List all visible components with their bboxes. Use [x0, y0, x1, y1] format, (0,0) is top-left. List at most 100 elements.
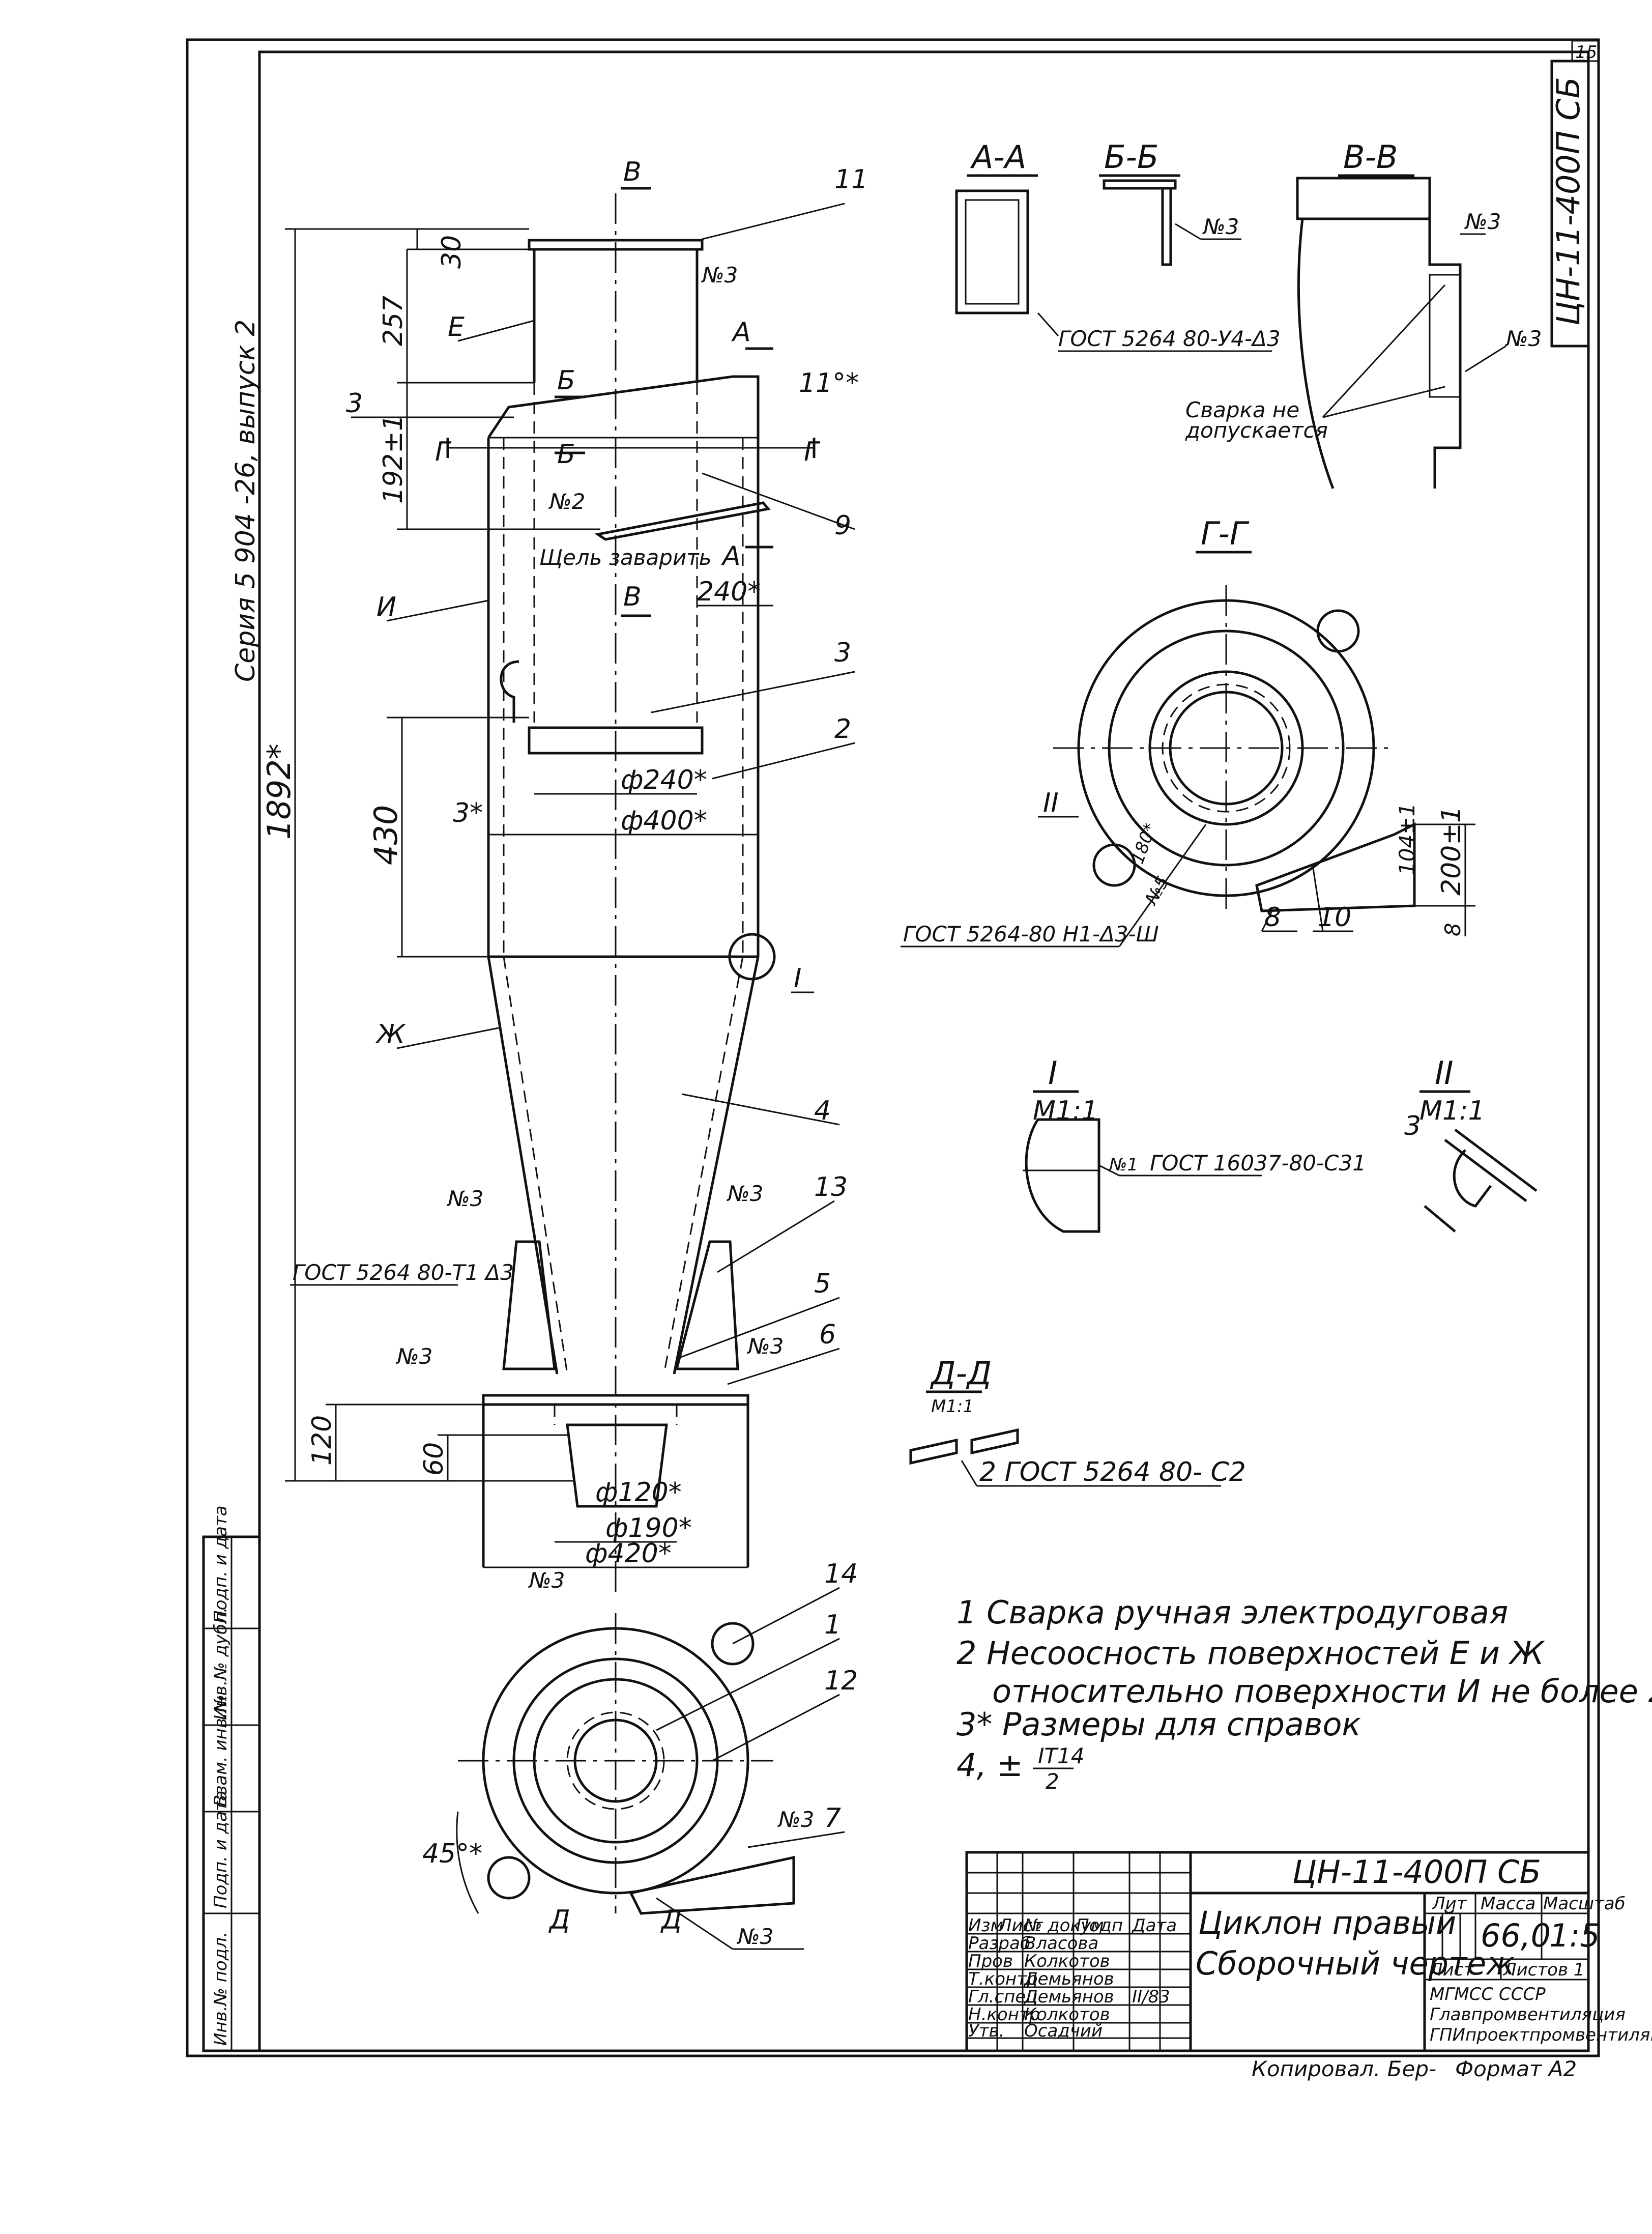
- dim-angle11: 11°*: [799, 368, 859, 398]
- page-number-box: 15: [1571, 40, 1600, 63]
- title-block: Изм Лист № докум Подп Дата Разраб Власов…: [965, 1851, 1652, 2052]
- detail-II-title: II: [1435, 1054, 1454, 1092]
- tb-scale-label: Масштаб: [1543, 1894, 1626, 1914]
- tb-role-3: Т.контр: [968, 1969, 1038, 1989]
- section-VV: В-В №3 №3 Сварка не допускается: [1185, 138, 1542, 489]
- stamp-cell-3: Взам. инв.№: [211, 1695, 231, 1807]
- note-4-num: IT14: [1038, 1743, 1085, 1768]
- side-designation: ЦН-11-400П СБ: [1550, 77, 1587, 326]
- stamp-cell-2: Подп. и дата: [211, 1790, 231, 1908]
- stamp-cell-1: Инв.№ подл.: [211, 1932, 231, 2046]
- detail-II-scale: М1:1: [1419, 1096, 1485, 1126]
- note-2b: относительно поверхности И не более 2мм: [992, 1673, 1652, 1710]
- detail-II-dim: 3: [1404, 1111, 1421, 1141]
- stamp-cell-5: Подп. и дата: [211, 1505, 231, 1623]
- dim-257: 257: [378, 296, 409, 346]
- gost-cone: ГОСТ 5264 80-Т1 Δ3: [293, 1260, 514, 1285]
- tb-name-6: Осадчий: [1024, 2021, 1103, 2041]
- mark-G-left: Г: [435, 437, 452, 467]
- callout-7: 7: [824, 1803, 841, 1834]
- dim-1892: 1892*: [260, 743, 298, 840]
- main-view-dimensions: 1892* 30 257 192±1 430 120 60 240* ф240*…: [260, 228, 859, 1569]
- slot-note: Щель заварить: [539, 545, 711, 570]
- tb-sheets-label: Листов 1: [1502, 1960, 1584, 1980]
- tb-col-doc: № докум: [1023, 1915, 1104, 1936]
- tb-org-1: МГМСС СССР: [1430, 1984, 1546, 2004]
- weld-n3-cone-left: №3: [447, 1186, 483, 1211]
- section-GG-dim-104: 104±1: [1395, 803, 1419, 875]
- note-4-den: 2: [1046, 1769, 1059, 1794]
- tb-col-izm: Изм: [968, 1915, 1003, 1936]
- section-GG-callout-8: 8: [1264, 902, 1281, 933]
- dim-phi420: ф420*: [585, 1538, 672, 1569]
- mark-V-bot: В: [623, 582, 642, 612]
- dim-phi400: ф400*: [621, 806, 707, 836]
- callout-11: 11: [834, 164, 868, 195]
- section-VV-weld-top: №3: [1464, 209, 1501, 234]
- tb-mass: 66,0: [1481, 1917, 1551, 1954]
- dim-phi190: ф190*: [605, 1513, 692, 1543]
- section-VV-title: В-В: [1343, 138, 1398, 176]
- tb-name-5: Колкотов: [1024, 2004, 1110, 2025]
- tb-role-1: Разраб: [968, 1933, 1031, 1954]
- callout-6: 6: [819, 1320, 836, 1350]
- section-BB-weld: №3: [1202, 214, 1239, 239]
- detail-I-title: I: [1048, 1054, 1057, 1092]
- section-VV-note-1: Сварка не: [1185, 397, 1299, 422]
- weld-n3-top: №3: [701, 263, 738, 288]
- surface-E: Е: [448, 312, 465, 342]
- weld-n3-bunker-right: №3: [747, 1334, 784, 1359]
- weld-n3-cone-right: №3: [727, 1181, 763, 1206]
- section-GG-small: 180*: [1127, 820, 1161, 867]
- tb-col-date: Дата: [1131, 1915, 1177, 1936]
- callout-2: 2: [834, 714, 851, 744]
- tb-name-line2: Сборочный чертеж: [1196, 1945, 1515, 1982]
- section-BB: Б-Б №3: [1099, 138, 1241, 266]
- section-AA-title: А-А: [970, 138, 1026, 176]
- callout-3-top: 3: [346, 388, 363, 419]
- dim-60: 60: [419, 1442, 449, 1476]
- plan-view: 7 14 1 12 №3 №3 №3 Д Д 45°*: [422, 1559, 858, 1950]
- tb-date: II/83: [1132, 1987, 1170, 2007]
- section-DD: Д-Д М1:1 2 ГОСТ 5264 80- С2: [909, 1355, 1246, 1487]
- surface-Zh: Ж: [375, 1019, 406, 1050]
- side-stamp: Инв.№ подл. Подп. и дата Взам. инв.№ Инв…: [202, 1505, 261, 2052]
- weld-n3-bunker-left: №3: [396, 1344, 432, 1369]
- section-GG-title: Г-Г: [1201, 515, 1250, 552]
- dim-w3: 3*: [453, 798, 483, 828]
- dim-phi120: ф120*: [595, 1477, 682, 1508]
- copied-by: Копировал. Бер-: [1252, 2056, 1436, 2081]
- note-1: 1 Сварка ручная электродуговая: [957, 1594, 1508, 1631]
- sheet-frame: [186, 38, 1600, 2057]
- weld-n2: №2: [548, 489, 585, 514]
- dim-phi240: ф240*: [621, 765, 707, 795]
- mark-G-right: Г: [804, 437, 821, 467]
- callout-1: 1: [824, 1610, 841, 1640]
- section-AA-note: ГОСТ 5264 80-У4-Δ3: [1058, 326, 1281, 351]
- tb-col-sign: Подп: [1076, 1915, 1123, 1936]
- mark-A-top: А: [731, 317, 751, 348]
- section-DD-scale: М1:1: [931, 1396, 974, 1417]
- mark-D-right: Д: [660, 1905, 682, 1935]
- note-2: 2 Несоосность поверхностей Е и Ж: [957, 1635, 1545, 1672]
- dim-30: 30: [437, 235, 467, 269]
- main-view: [446, 187, 816, 1598]
- tb-name-4: Демьянов: [1023, 1987, 1114, 2007]
- mark-B-bot: Б: [557, 439, 575, 470]
- dim-192: 192±1: [378, 414, 409, 504]
- weld-n3-plan-right: №3: [777, 1807, 814, 1832]
- detail-I: I М1:1 №1 ГОСТ 16037-80-С31: [1023, 1054, 1366, 1233]
- page-number: 15: [1575, 42, 1597, 63]
- callout-5: 5: [814, 1269, 831, 1299]
- tb-name-3: Демьянов: [1023, 1969, 1114, 1989]
- mark-D-left: Д: [548, 1905, 570, 1935]
- section-GG-callout-10: 10: [1318, 902, 1351, 933]
- section-AA: А-А ГОСТ 5264 80-У4-Δ3: [955, 138, 1281, 352]
- stamp-cell-4: Инв.№ дубл.: [211, 1607, 231, 1720]
- note-4: 4, ±: [957, 1746, 1023, 1784]
- section-BB-title: Б-Б: [1104, 138, 1158, 176]
- detail-I-gost: ГОСТ 16037-80-С31: [1150, 1151, 1366, 1176]
- tb-col-list: Лист: [998, 1915, 1043, 1936]
- callout-4: 4: [814, 1096, 831, 1126]
